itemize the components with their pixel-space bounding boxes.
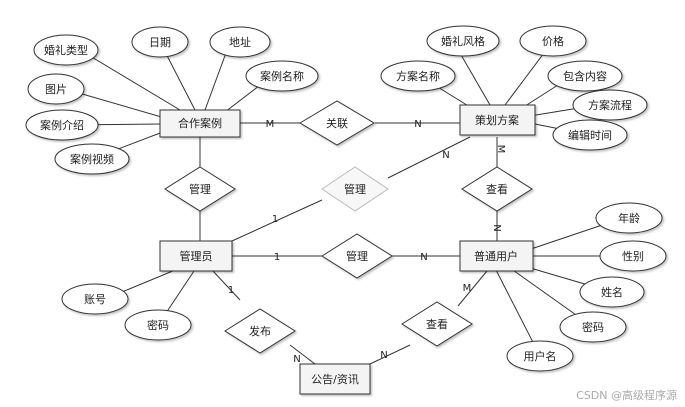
attribute-wedding-type: 婚礼类型 — [33, 34, 99, 66]
attribute-label: 密码 — [147, 318, 169, 332]
entity-user: 普通用户 — [459, 240, 534, 272]
relationship-case-plan: 关联 — [299, 100, 375, 146]
entity-notice: 公告/资讯 — [299, 363, 371, 395]
attribute-image: 图片 — [27, 73, 85, 105]
attribute-username: 用户名 — [506, 340, 574, 372]
watermark: CSDN @高级程序源 — [576, 388, 677, 402]
cardinality-label: N — [491, 224, 502, 231]
relationship-admin-notice: 发布 — [224, 308, 296, 354]
attribute-account: 账号 — [61, 283, 129, 315]
attribute-plan-process: 方案流程 — [572, 89, 648, 121]
attribute-label: 方案流程 — [588, 98, 632, 112]
attribute-label: 编辑时间 — [568, 128, 612, 142]
attribute-label: 案例介绍 — [40, 118, 84, 132]
cardinality-label: M — [266, 119, 275, 130]
cardinality-label: 1 — [274, 252, 280, 263]
attribute-label: 案例名称 — [260, 69, 304, 83]
relationship-label: 查看 — [486, 182, 508, 196]
attribute-name: 姓名 — [579, 276, 645, 308]
entity-case: 合作案例 — [159, 109, 241, 138]
cardinality-label: M — [495, 145, 506, 154]
cardinality-label: M — [463, 283, 472, 294]
attribute-plan-name: 方案名称 — [380, 60, 456, 92]
attribute-label: 年龄 — [618, 211, 640, 225]
relationship-admin-user: 管理 — [321, 233, 393, 279]
attribute-date: 日期 — [131, 26, 189, 58]
cardinality-label: 1 — [272, 214, 278, 225]
entity-label: 策划方案 — [475, 113, 519, 127]
relationship-admin-plan: 管理 — [321, 166, 389, 212]
attribute-price: 价格 — [519, 25, 587, 57]
cardinality-label: N — [414, 119, 421, 130]
attribute-label: 账号 — [84, 293, 106, 306]
entity-admin: 管理员 — [159, 240, 233, 272]
attribute-wedding-style: 婚礼风格 — [426, 25, 500, 57]
relationship-label: 查看 — [426, 317, 448, 331]
attribute-label: 性别 — [622, 249, 644, 263]
attribute-label: 价格 — [542, 34, 564, 48]
attribute-label: 图片 — [45, 83, 67, 96]
attribute-admin-password: 密码 — [124, 309, 192, 341]
attribute-label: 姓名 — [601, 285, 623, 299]
relationship-label: 发布 — [249, 324, 271, 338]
relationship-label: 关联 — [326, 116, 348, 130]
cardinality-label: N — [420, 252, 427, 263]
entity-plan: 策划方案 — [459, 104, 536, 136]
attribute-contents: 包含内容 — [547, 60, 623, 92]
attribute-case-video: 案例视频 — [54, 143, 130, 175]
attribute-label: 用户名 — [524, 349, 557, 363]
attribute-label: 密码 — [582, 320, 604, 334]
attribute-address: 地址 — [209, 26, 271, 58]
cardinality-label: N — [380, 350, 387, 361]
attribute-label: 案例视频 — [70, 152, 114, 166]
cardinality-label: N — [293, 354, 300, 365]
cardinality-label: 1 — [228, 285, 234, 296]
attribute-label: 方案名称 — [396, 69, 440, 83]
entity-label: 合作案例 — [178, 116, 222, 130]
entity-label: 公告/资讯 — [311, 373, 359, 386]
attribute-gender: 性别 — [599, 240, 667, 272]
attribute-user-password: 密码 — [559, 311, 627, 343]
attribute-age: 年龄 — [595, 202, 663, 234]
attribute-label: 地址 — [229, 35, 251, 49]
relationship-label: 管理 — [189, 182, 211, 196]
attribute-edit-time: 编辑时间 — [552, 119, 628, 151]
attribute-label: 婚礼风格 — [441, 34, 485, 48]
attribute-case-intro: 案例介绍 — [25, 109, 99, 141]
attribute-label: 包含内容 — [563, 69, 607, 83]
relationship-label: 管理 — [346, 249, 368, 263]
attribute-case-name: 案例名称 — [245, 60, 319, 92]
cardinality-labels: M N 1 N M N 1 N 1 N N M — [228, 119, 506, 365]
relationship-user-notice: 查看 — [401, 301, 473, 347]
relationship-label: 管理 — [344, 182, 366, 196]
relationship-admin-case: 管理 — [164, 166, 236, 212]
attribute-label: 日期 — [149, 36, 171, 49]
relationship-plan-user: 查看 — [461, 166, 533, 212]
entity-label: 管理员 — [180, 249, 213, 263]
entity-label: 普通用户 — [474, 249, 518, 263]
cardinality-label: N — [442, 150, 449, 161]
attribute-label: 婚礼类型 — [44, 43, 88, 57]
